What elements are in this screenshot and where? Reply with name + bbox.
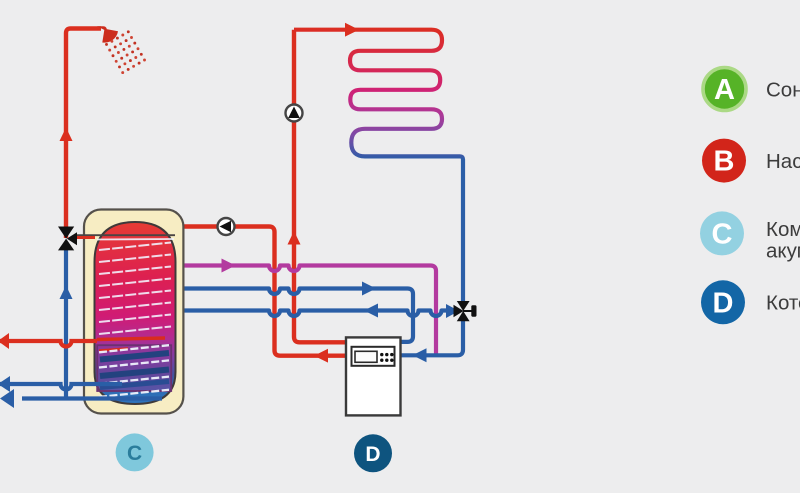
svg-text:Комбінований: Комбінований: [766, 218, 800, 241]
svg-text:D: D: [365, 443, 380, 466]
svg-text:B: B: [714, 146, 735, 178]
svg-text:Сонячний: Сонячний: [766, 79, 800, 102]
svg-text:A: A: [714, 74, 735, 106]
svg-text:C: C: [127, 442, 142, 465]
svg-text:акумулятор: акумулятор: [766, 240, 800, 263]
svg-text:C: C: [712, 218, 733, 250]
svg-text:Котел: Котел: [766, 292, 800, 315]
svg-text:Насос: Насос: [766, 150, 800, 173]
svg-text:D: D: [713, 287, 734, 319]
